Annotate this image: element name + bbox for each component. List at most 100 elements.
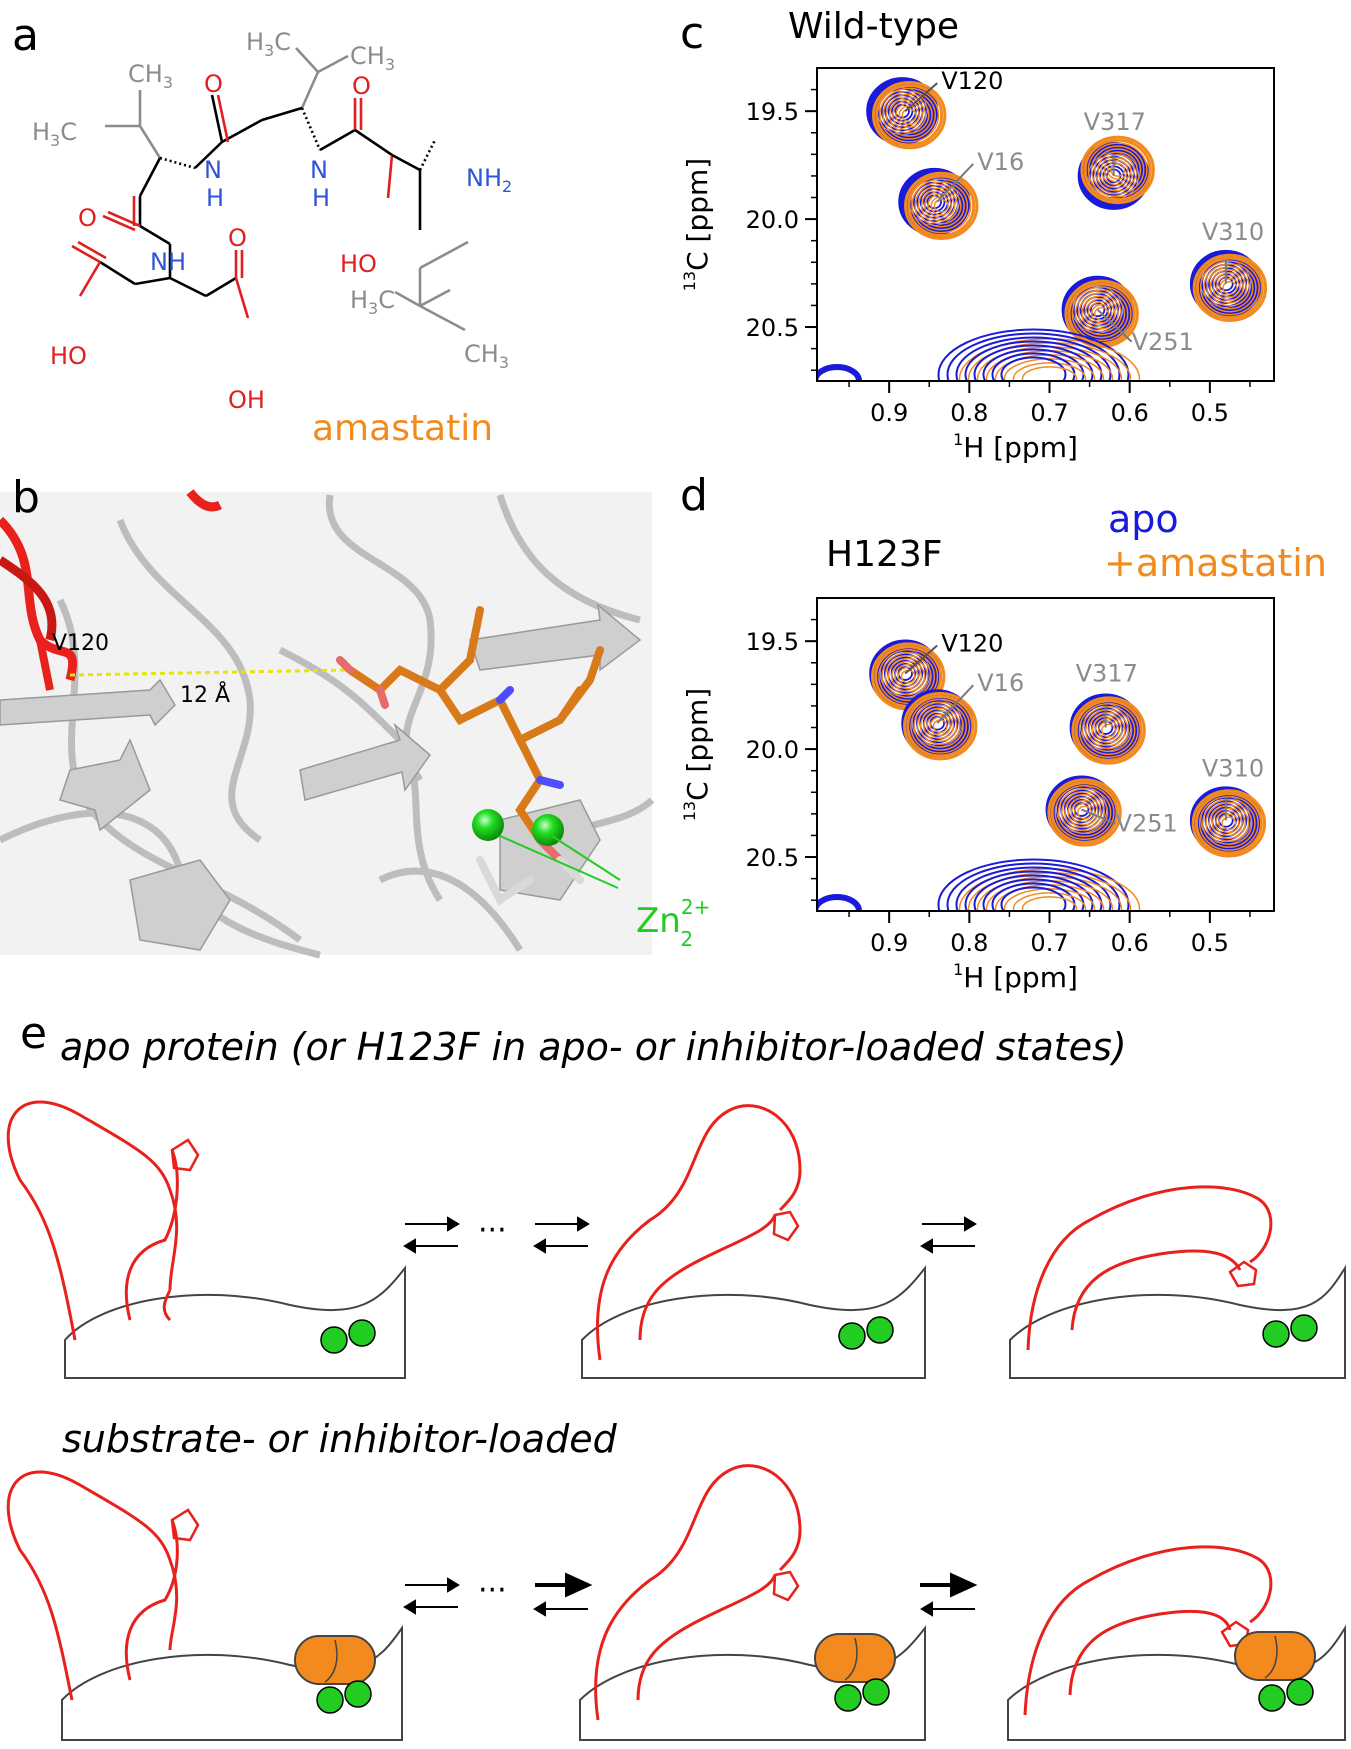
panel-d-title: H123F	[826, 534, 943, 575]
amastatin-structure	[71, 47, 469, 332]
x-tick-label: 0.6	[1111, 929, 1149, 957]
row2-state-1	[6, 1470, 403, 1741]
zinc-ion-1	[472, 809, 504, 841]
svg-text:O: O	[78, 204, 97, 232]
row1-arrows	[403, 1216, 977, 1254]
amastatin-label: amastatin	[312, 408, 493, 449]
row1-state-2	[581, 1104, 926, 1379]
svg-text:N: N	[204, 156, 222, 184]
svg-text:HO: HO	[50, 342, 87, 370]
amastatin-peak-v16	[904, 171, 979, 240]
amastatin-peak-v310	[1191, 789, 1267, 858]
svg-text:O: O	[228, 224, 247, 252]
row2-state-3	[1007, 1545, 1346, 1741]
peak-label-v317: V317	[1084, 108, 1146, 136]
broad-peak-cluster	[937, 858, 1141, 911]
y-tick-label: 20.5	[746, 844, 799, 872]
peak-label-v310: V310	[1202, 754, 1264, 782]
svg-text:O: O	[204, 70, 223, 98]
peak-label-v310: V310	[1202, 218, 1264, 246]
x-tick-label: 0.8	[950, 929, 988, 957]
svg-text:H3C: H3C	[32, 118, 77, 150]
x-tick-label: 0.5	[1191, 929, 1229, 957]
svg-text:O: O	[352, 72, 371, 100]
svg-text:NH: NH	[150, 248, 186, 276]
amastatin-peak-v251	[1047, 778, 1122, 847]
y-tick-label: 20.0	[746, 736, 799, 764]
x-axis-label: 1H [ppm]	[953, 430, 1078, 464]
amastatin-peak-v16	[903, 692, 978, 761]
svg-text:CH3: CH3	[350, 42, 395, 74]
panel-a-letter: a	[12, 10, 39, 61]
x-tick-label: 0.9	[870, 399, 908, 427]
panel-c-title: Wild-type	[788, 6, 959, 47]
y-tick-label: 20.0	[746, 206, 799, 234]
x-tick-label: 0.6	[1111, 399, 1149, 427]
amastatin-peak-v317	[1071, 696, 1146, 765]
panel-c: c Wild-type 0.9 0.8 0.7 0.6 0.5 19.5 20.0 20.5 1…	[680, 6, 1275, 464]
legend-amastatin: +amastatin	[1104, 541, 1327, 585]
x-tick-label: 0.5	[1191, 399, 1229, 427]
panel-e-letter: e	[20, 1008, 47, 1059]
svg-text:CH3: CH3	[128, 60, 173, 92]
spectrum-wild-type: 0.9 0.8 0.7 0.6 0.5 19.5 20.0 20.5 1H [ppm] 13C […	[680, 67, 1275, 464]
panel-b-letter: b	[12, 472, 40, 523]
panel-e: e apo protein (or H123F in apo- or inhib…	[6, 1008, 1346, 1741]
legend-apo: apo	[1108, 497, 1179, 541]
svg-text:H: H	[206, 184, 224, 212]
row2-arrows	[403, 1572, 978, 1617]
row1-caption: apo protein (or H123F in apo- or inhibit…	[60, 1025, 1127, 1069]
plot-frame	[816, 597, 1275, 912]
broad-peak-cluster	[937, 328, 1141, 381]
y-axis-label: 13C [ppm]	[680, 158, 714, 291]
row2-caption: substrate- or inhibitor-loaded	[62, 1417, 618, 1461]
y-tick-label: 20.5	[746, 314, 799, 342]
row1-ellipsis: ···	[478, 1213, 507, 1248]
svg-text:CH3: CH3	[464, 340, 509, 372]
panel-d-letter: d	[680, 470, 708, 521]
panel-a: a	[12, 10, 512, 449]
y-tick-label: 19.5	[746, 98, 799, 126]
peak-label-v120: V120	[941, 630, 1003, 658]
panel-c-letter: c	[680, 8, 704, 59]
svg-text:H3C: H3C	[246, 28, 291, 60]
peak-label-v251: V251	[1116, 810, 1178, 838]
plot-frame	[816, 67, 1275, 382]
distance-line	[69, 668, 351, 677]
svg-text:N: N	[310, 156, 328, 184]
svg-text:HO: HO	[340, 250, 377, 278]
svg-text:H: H	[312, 184, 330, 212]
x-axis-label: 1H [ppm]	[953, 960, 1078, 994]
peak-label-v251: V251	[1132, 328, 1194, 356]
peak-label-v16: V16	[977, 148, 1024, 176]
svg-text:H3C: H3C	[350, 286, 395, 318]
red-loop	[0, 516, 78, 682]
row2-ellipsis: ···	[478, 1573, 507, 1608]
zn-label: Zn2+2	[636, 895, 710, 951]
x-tick-label: 0.7	[1030, 399, 1068, 427]
distance-label: 12 Å	[180, 681, 230, 708]
panel-b: b V120 12 Å Zn2+2	[0, 472, 710, 959]
row1-state-1	[6, 1100, 406, 1379]
peak-label-v317: V317	[1076, 660, 1138, 688]
panel-d: d H123F apo +amastatin 0.9 0.8 0.7 0.6 0.5 19…	[680, 470, 1327, 994]
row2-state-2	[579, 1464, 926, 1741]
x-tick-label: 0.9	[870, 929, 908, 957]
x-tick-label: 0.8	[950, 399, 988, 427]
y-tick-label: 19.5	[746, 628, 799, 656]
x-tick-label: 0.7	[1030, 929, 1068, 957]
peak-label-v16: V16	[977, 669, 1024, 697]
amastatin-peak-v120	[871, 81, 947, 150]
amastatin-atom-labels: H3C CH3 H3C CH3 NH2 H3C CH3 O O O O N H …	[32, 28, 512, 414]
amastatin-peak-v310	[1192, 253, 1268, 323]
amastatin-peak-v251	[1064, 279, 1139, 348]
row1-state-3	[1009, 1185, 1346, 1379]
v120-label: V120	[52, 631, 109, 656]
peak-label-v120: V120	[941, 67, 1003, 95]
svg-text:NH2: NH2	[466, 164, 512, 196]
amastatin-sticks	[336, 606, 604, 906]
amastatin-peak-v317	[1080, 135, 1155, 205]
svg-text:OH: OH	[228, 386, 265, 414]
